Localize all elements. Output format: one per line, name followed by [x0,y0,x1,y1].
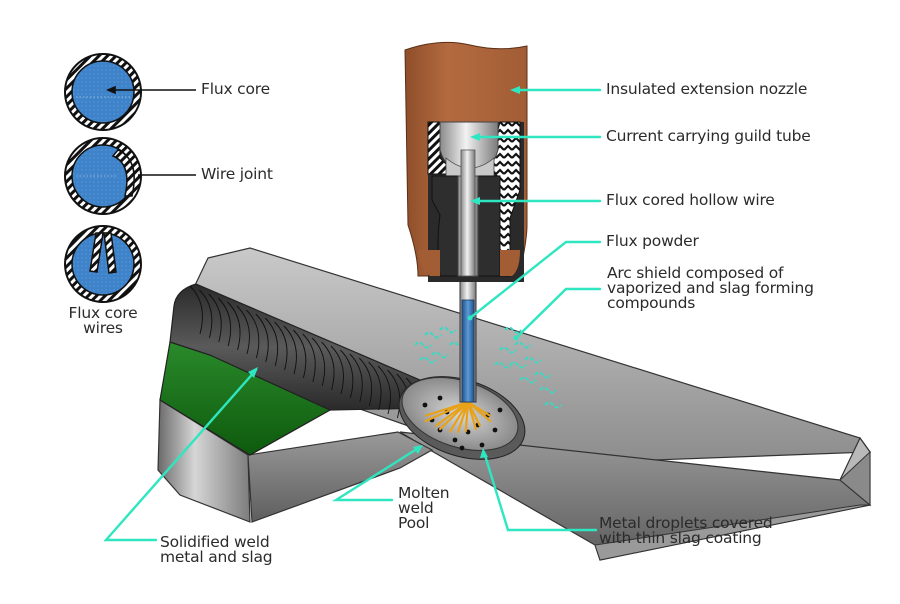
weld-ripple [293,329,307,379]
weld-ripple [321,341,335,391]
weld-ripple [349,353,363,403]
weld-ripple [199,289,213,339]
arc-spark [466,400,492,423]
arc-shield-squiggle [544,401,562,409]
label-current-carrying-guide-tube: Current carrying guild tube [606,127,811,145]
arc-spark [449,400,470,433]
arc-shield-squiggle [439,326,457,334]
weld-ripple [274,321,288,371]
arc-shield-squiggle [431,351,449,359]
cross-section-leaders [105,85,196,176]
label-flux-cored-hollow-wire: Flux cored hollow wire [606,191,775,209]
metal-droplet [437,395,443,401]
metal-droplet [459,445,465,451]
leader-lines [103,86,602,542]
label-flux-core-wires: Flux core wires [68,304,138,337]
arc-spark [466,400,477,431]
arc-shield-squiggle [424,331,442,339]
weld-ripple [227,301,241,351]
cross-section-wire-joint [64,137,142,215]
arc-shield-squiggle [519,376,537,384]
metal-droplet [452,437,458,443]
metal-droplet [479,442,485,448]
leader-hollow-wire [470,197,602,205]
arc-shield-squiggle [509,361,527,369]
label-wire-joint: Wire joint [201,165,273,183]
label-solidified-weld-metal: Solidified weld metal and slag [160,533,273,566]
metal-droplet [492,427,498,433]
weld-ripple [387,369,401,419]
arc-shield-squiggle [524,356,542,364]
weld-ripple [246,309,260,359]
weld-ripple [255,313,269,363]
label-insulated-extension-nozzle: Insulated extension nozzle [606,80,808,98]
weld-ripple [377,365,391,415]
leader-guide-tube [470,133,602,141]
leader-nozzle [510,86,602,94]
arc-spark [464,400,470,433]
arc-shield [414,326,562,409]
weld-ripple [330,345,344,395]
cross-section-flux-core [64,53,142,131]
leader-molten-pool [331,445,423,502]
metal-droplet [497,407,503,413]
weld-ripple [302,333,316,383]
arc-spark [456,400,470,434]
leader-flux-powder [467,240,602,321]
arc-shield-squiggle [414,341,432,349]
label-arc-shield: Arc shield composed of vaporized and sla… [607,264,814,312]
arc-shield-squiggle [539,386,557,394]
arc-shield-squiggle [504,326,522,334]
metal-droplet [422,402,428,408]
arc-shield-squiggle [449,341,467,349]
weld-ripple [264,317,279,367]
weld-ripple [340,349,354,399]
arc-spark [425,400,470,417]
weld-ripple [217,297,232,347]
base-metal-plate [157,247,872,561]
leader-solidified-weld [103,367,258,542]
arc-shield-squiggle [494,361,512,369]
leader-metal-droplets [480,448,598,532]
weld-ripple [358,357,373,407]
arc-shield-squiggle [499,346,517,354]
label-flux-powder: Flux powder [606,232,699,250]
leader-arc-shield [513,287,602,341]
label-flux-core: Flux core [201,80,270,98]
arc-shield-squiggle [514,341,532,349]
arc-shield-squiggle [419,356,437,364]
molten-weld-pool [398,376,526,460]
weld-ripple [311,337,326,387]
weld-ripple [283,325,297,375]
label-metal-droplets: Metal droplets covered with thin slag co… [599,514,773,547]
cross-section-flux-core-wires [64,225,142,303]
arc-shield-squiggle [534,371,552,379]
weld-ripple [368,361,382,411]
weld-ripple [236,305,250,355]
weld-ripple [208,293,222,343]
weld-ripple [189,285,203,335]
label-molten-weld-pool: Molten weld Pool [398,484,450,532]
arc-spark [435,400,470,427]
